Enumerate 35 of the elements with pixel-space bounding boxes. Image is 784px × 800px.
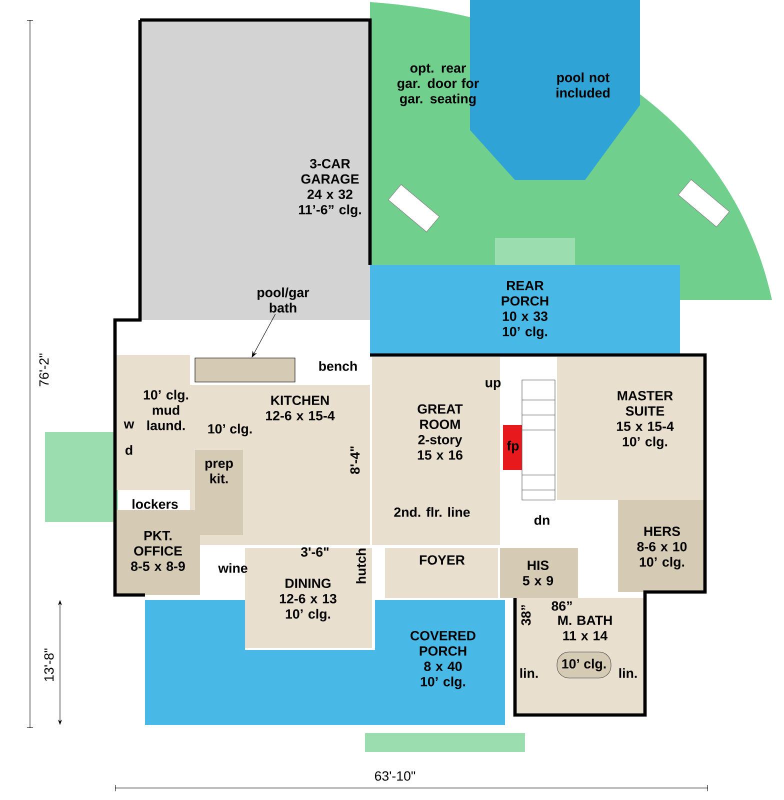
dimension-label: 86” <box>552 601 572 611</box>
dimension-label: 38” <box>521 605 531 626</box>
stair-label: dn <box>534 515 550 525</box>
fireplace: fp <box>503 425 522 470</box>
note: opt. rear gar. door for gar. seating <box>397 64 479 106</box>
dimension-label: 8'-4" <box>350 446 360 474</box>
node-label: KITCHEN <box>271 396 329 406</box>
node-label: 10’ clg. <box>144 390 188 402</box>
bathtub: 10’ clg. <box>556 652 612 678</box>
room: prep kit. <box>195 450 243 535</box>
ceiling-label: 10’ clg. <box>208 424 252 436</box>
node-label: 12-6 x 15-4 <box>266 410 335 420</box>
room-label: pool/gar bath <box>258 287 310 313</box>
appliance-label: w <box>124 421 134 429</box>
dimension-label: 76'-2" <box>39 354 49 386</box>
stair-label: up <box>486 380 501 390</box>
toilet-room <box>194 358 296 382</box>
appliance-label: d <box>125 445 132 455</box>
node-label: mud laund. <box>147 405 185 430</box>
dimension-label: 3'-6" <box>300 547 328 557</box>
hutch-label: hutch <box>356 548 366 584</box>
bench-label: bench <box>319 361 357 371</box>
closet-label: lin. <box>619 668 637 678</box>
dimension-label: 13'-8" <box>44 648 54 681</box>
room: PKT. OFFICE 8-5 x 8-9 <box>115 510 200 595</box>
room: FOYER <box>385 548 498 598</box>
room: HIS 5 x 9 <box>500 548 578 598</box>
room: REAR PORCH 10 x 33 10’ clg. <box>370 265 680 355</box>
room: HERS 8-6 x 10 10’ clg. <box>618 500 705 592</box>
floor-line-label: 2nd. flr. line <box>394 507 470 517</box>
room: MASTER SUITE 15 x 15-4 10’ clg. <box>557 357 705 500</box>
dimension-label: 63'-10" <box>374 771 416 781</box>
lockers-label: lockers <box>132 499 178 509</box>
wine-label: wine <box>218 563 248 573</box>
closet-label: lin. <box>520 668 538 678</box>
